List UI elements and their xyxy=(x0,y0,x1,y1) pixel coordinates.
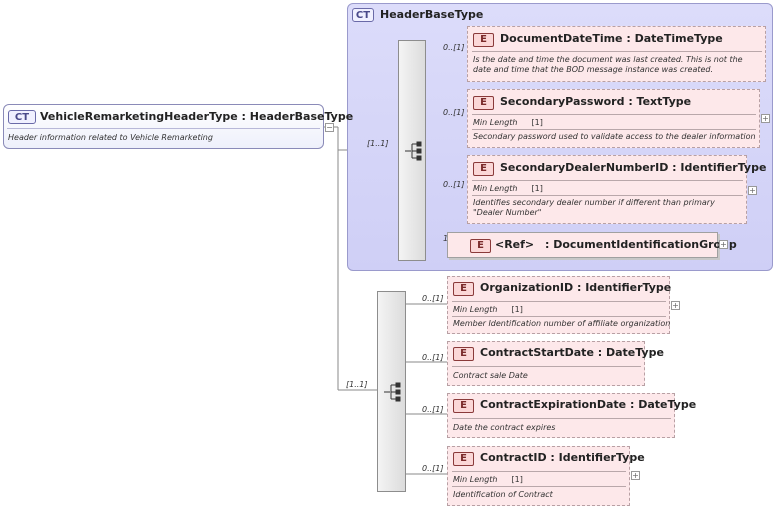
element-document-identification-group[interactable]: E <Ref> : DocumentIdentificationGroup xyxy=(447,232,737,258)
element-name: ContractID : IdentifierType xyxy=(480,451,645,464)
expand-icon[interactable]: + xyxy=(671,301,680,310)
element-name: ContractExpirationDate : DateType xyxy=(480,398,697,411)
element-badge: E xyxy=(453,282,474,296)
element-contract-expiration-date[interactable]: E ContractExpirationDate : DateType Date… xyxy=(447,393,696,438)
element-badge: E xyxy=(473,96,494,110)
divider xyxy=(452,316,666,317)
sequence-icon xyxy=(405,141,422,161)
base-sequence-compositor[interactable] xyxy=(398,40,426,261)
element-description: Date the contract expires xyxy=(453,423,556,432)
sequence-icon xyxy=(384,382,401,402)
expand-icon[interactable]: + xyxy=(631,471,640,480)
element-description: Identifies secondary dealer number if di… xyxy=(473,198,715,217)
divider xyxy=(472,51,762,52)
element-multiplicity: 0..[1] xyxy=(443,43,465,52)
expand-icon[interactable]: + xyxy=(761,114,770,123)
complex-type-badge: CT xyxy=(8,110,36,124)
element-name: SecondaryDealerNumberID : IdentifierType xyxy=(500,161,767,174)
base-type-title: HeaderBaseType xyxy=(380,8,484,21)
expand-icon[interactable]: + xyxy=(719,240,728,249)
element-contract-id[interactable]: E ContractID : IdentifierType Min Length… xyxy=(447,446,645,506)
element-multiplicity: 0..[1] xyxy=(443,180,465,189)
element-name: OrganizationID : IdentifierType xyxy=(480,281,672,294)
element-name: ContractStartDate : DateType xyxy=(480,346,664,359)
divider xyxy=(472,195,743,196)
divider xyxy=(452,301,666,302)
extension-sequence-compositor[interactable] xyxy=(377,291,406,492)
element-badge: E xyxy=(453,347,474,361)
root-type-description: Header information related to Vehicle Re… xyxy=(8,133,213,142)
element-description: Contract sale Date xyxy=(453,371,528,380)
facet-min-length: Min Length[1] xyxy=(473,118,543,127)
element-document-date-time[interactable]: E DocumentDateTime : DateTimeType Is the… xyxy=(467,26,766,82)
element-description: Member Identification number of affiliat… xyxy=(453,319,671,328)
facet-min-length: Min Length[1] xyxy=(453,305,523,314)
element-multiplicity: 0..[1] xyxy=(443,108,465,117)
element-secondary-dealer-number-id[interactable]: E SecondaryDealerNumberID : IdentifierTy… xyxy=(467,155,766,224)
element-description: Is the date and time the document was la… xyxy=(473,55,743,74)
divider xyxy=(452,366,641,367)
divider xyxy=(452,471,626,472)
facet-min-length: Min Length[1] xyxy=(453,475,523,484)
element-multiplicity: 0..[1] xyxy=(422,353,444,362)
element-badge: E xyxy=(453,399,474,413)
element-secondary-password[interactable]: E SecondaryPassword : TextType Min Lengt… xyxy=(467,89,760,148)
element-multiplicity: 0..[1] xyxy=(422,464,444,473)
vehicle-remarketing-header-type-box[interactable]: CT VehicleRemarketingHeaderType : Header… xyxy=(3,104,353,149)
root-type-title: VehicleRemarketingHeaderType : HeaderBas… xyxy=(40,110,354,123)
element-badge: E xyxy=(453,452,474,466)
element-organization-id[interactable]: E OrganizationID : IdentifierType Min Le… xyxy=(447,276,672,334)
element-name: : DocumentIdentificationGroup xyxy=(545,238,737,251)
extension-sequence-multiplicity: [1..1] xyxy=(346,380,368,389)
complex-type-badge: CT xyxy=(352,8,374,22)
divider xyxy=(452,486,626,487)
element-multiplicity: 0..[1] xyxy=(422,294,444,303)
element-description: Identification of Contract xyxy=(453,490,553,499)
divider xyxy=(472,180,743,181)
element-multiplicity: 0..[1] xyxy=(422,405,444,414)
divider xyxy=(472,114,756,115)
element-badge: E xyxy=(473,162,494,176)
element-badge: E xyxy=(473,33,494,47)
expand-icon[interactable]: + xyxy=(748,186,757,195)
divider xyxy=(7,128,320,129)
element-name: DocumentDateTime : DateTimeType xyxy=(500,32,723,45)
divider xyxy=(472,129,756,130)
base-sequence-multiplicity: [1..1] xyxy=(367,139,389,148)
collapse-toggle[interactable]: − xyxy=(325,123,334,132)
element-name: SecondaryPassword : TextType xyxy=(500,95,692,108)
element-badge: E xyxy=(470,239,491,253)
element-contract-start-date[interactable]: E ContractStartDate : DateType Contract … xyxy=(447,341,664,386)
ref-label: <Ref> xyxy=(495,238,535,251)
facet-min-length: Min Length[1] xyxy=(473,184,543,193)
divider xyxy=(452,418,671,419)
element-description: Secondary password used to validate acce… xyxy=(473,132,756,141)
